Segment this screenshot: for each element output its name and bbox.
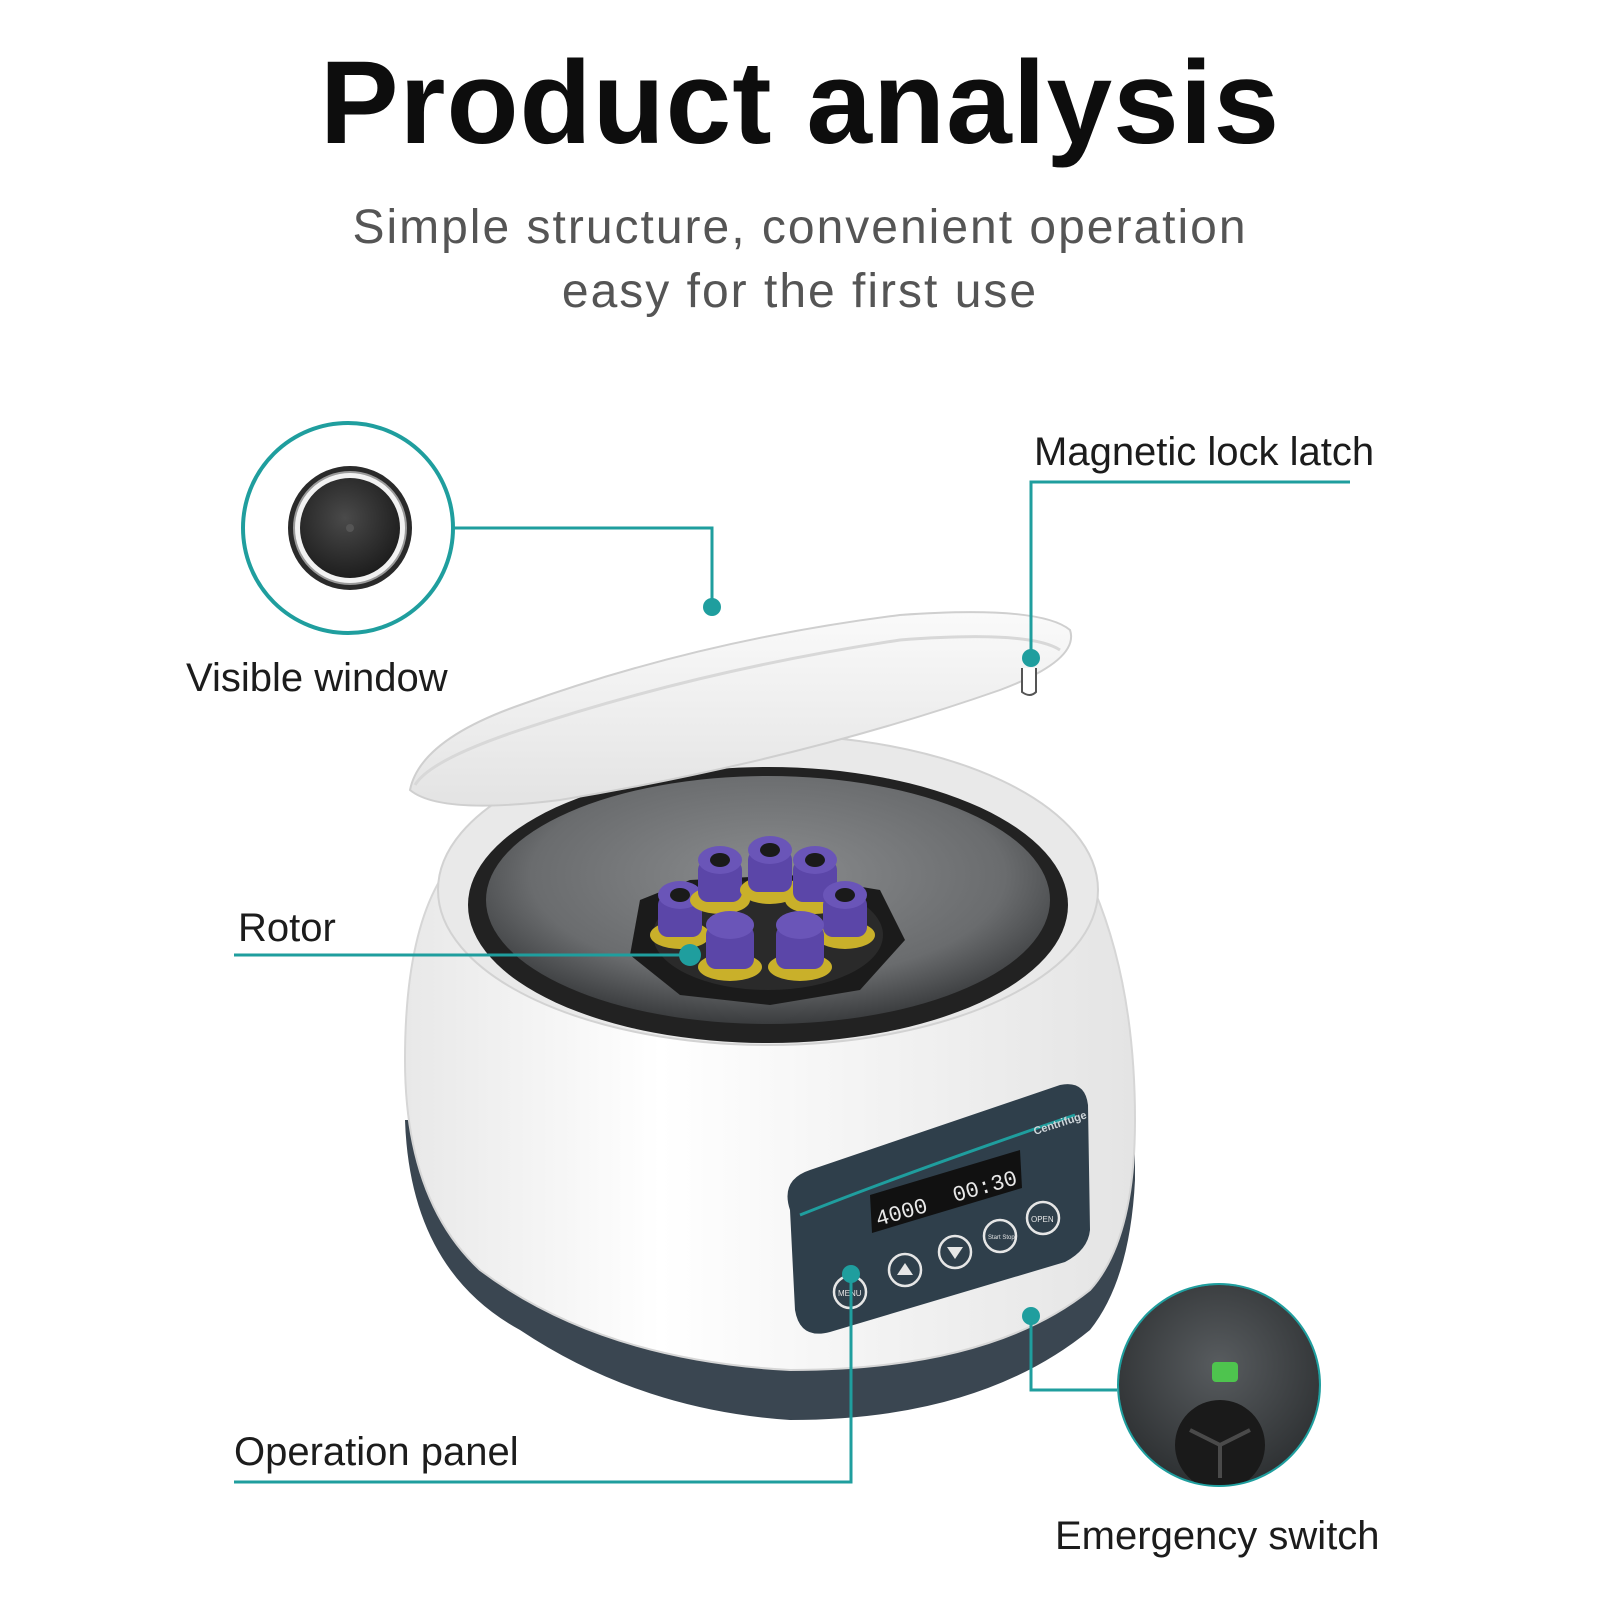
up-button[interactable] [887, 1252, 923, 1288]
label-operation-panel: Operation panel [234, 1430, 519, 1474]
label-visible-window: Visible window [186, 656, 448, 700]
panel-display [870, 1150, 1022, 1233]
magnetic-lock-leader [1029, 480, 1350, 658]
up-arrow-icon [897, 1263, 913, 1275]
subtitle-line-1: Simple structure, convenient operation [352, 201, 1248, 254]
leader-lines [234, 480, 1350, 1484]
start-stop-button[interactable]: Start Stop [982, 1218, 1018, 1254]
lid [408, 611, 1073, 807]
operation-panel: Centrifuge 4000 00:30 MENU Start Stop OP… [787, 1084, 1090, 1334]
label-emergency-switch: Emergency switch [1055, 1514, 1380, 1558]
page-title: Product analysis [319, 37, 1281, 169]
down-arrow-icon [947, 1247, 963, 1259]
leader-dots [679, 598, 1040, 1325]
rotor-tubes [650, 836, 875, 981]
svg-text:OPEN: OPEN [1031, 1215, 1054, 1224]
lock-latch [1021, 668, 1037, 696]
operation-panel-leader [234, 1274, 853, 1484]
emergency-switch-indicator [1212, 1362, 1238, 1382]
visible-window-leader [453, 526, 714, 607]
emergency-switch-leader [1029, 1316, 1117, 1392]
subtitle-line-2: easy for the first use [561, 265, 1039, 318]
emergency-switch-inset [1117, 1283, 1321, 1487]
open-button[interactable]: OPEN [1025, 1200, 1061, 1236]
label-magnetic-lock-latch: Magnetic lock latch [1034, 430, 1375, 474]
svg-text:Start Stop: Start Stop [988, 1235, 1015, 1241]
label-rotor: Rotor [238, 906, 336, 950]
visible-window-inset [241, 421, 455, 635]
down-button[interactable] [937, 1234, 973, 1270]
